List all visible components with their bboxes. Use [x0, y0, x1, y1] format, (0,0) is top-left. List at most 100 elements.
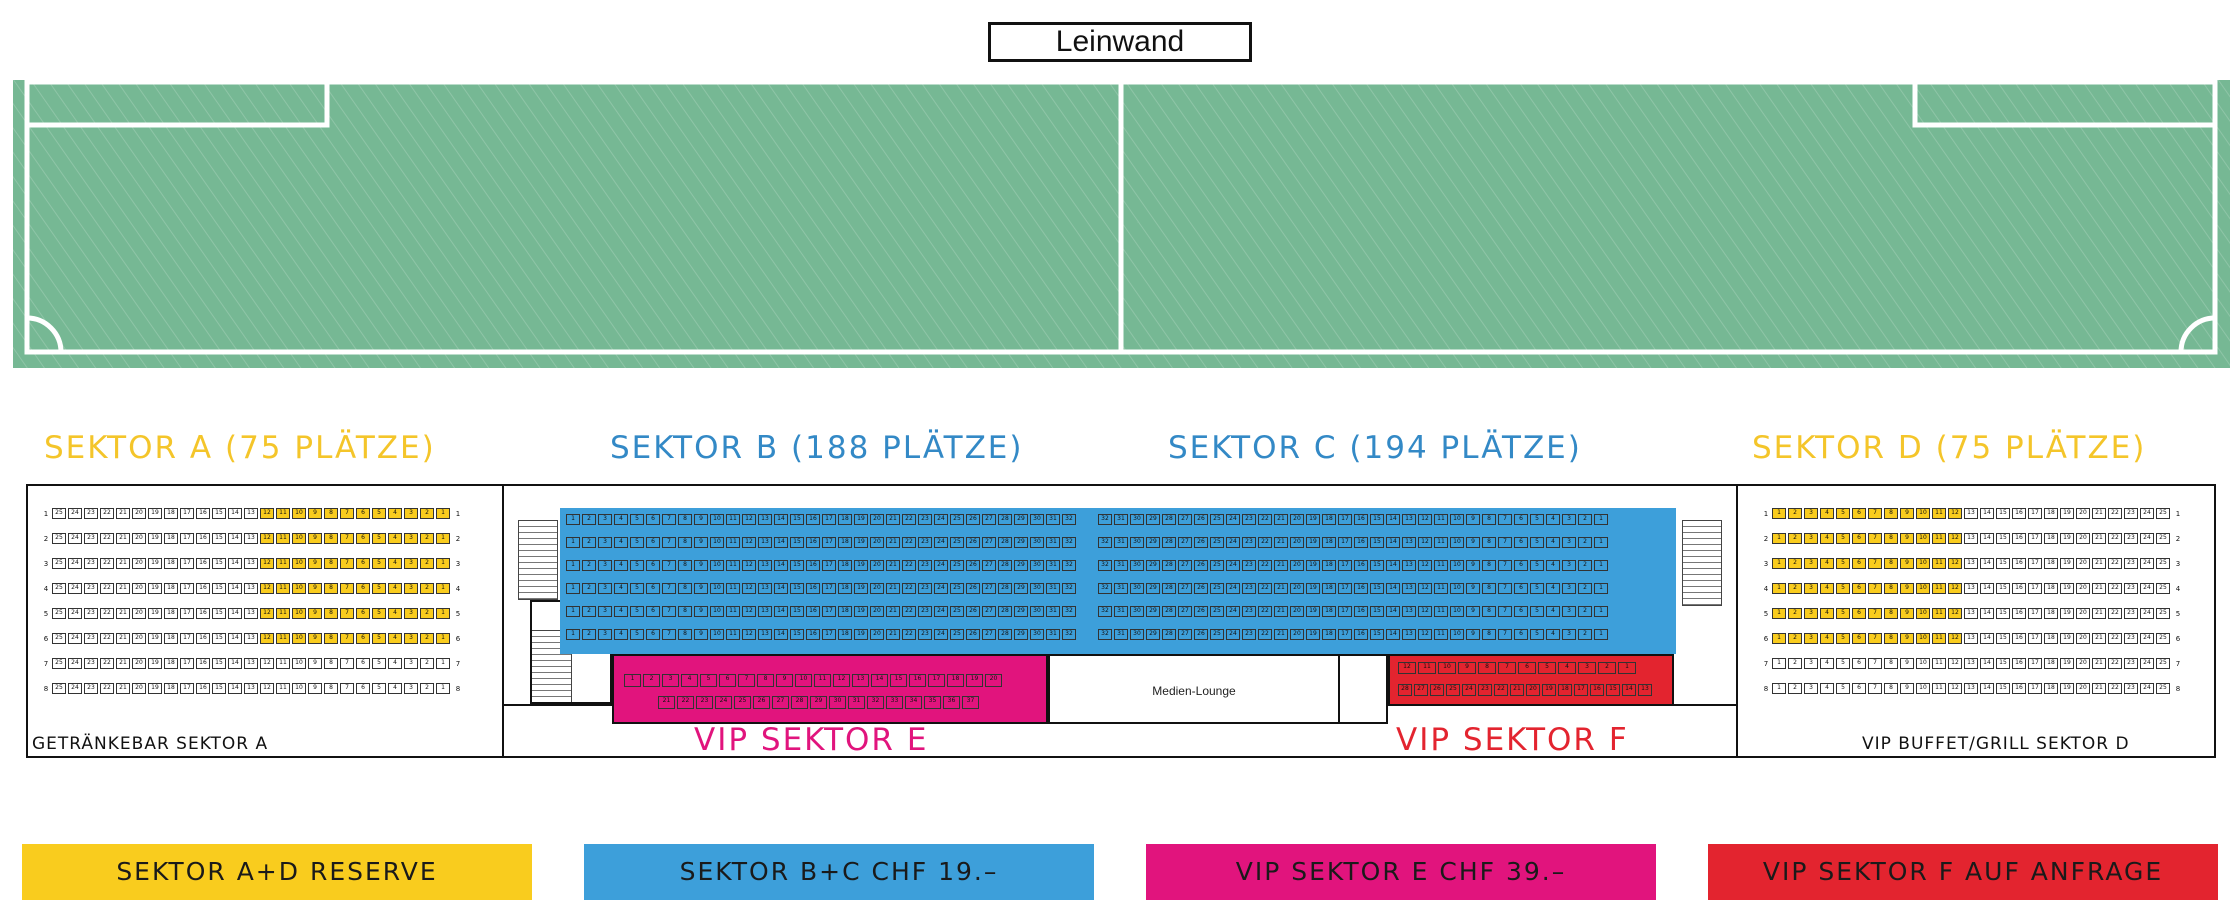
seat[interactable]: 11: [276, 633, 290, 644]
seat[interactable]: 7: [662, 583, 676, 594]
seat[interactable]: 15: [790, 560, 804, 571]
seat[interactable]: 3: [1804, 558, 1818, 569]
seat[interactable]: 9: [694, 583, 708, 594]
seat[interactable]: 28: [998, 583, 1012, 594]
seat[interactable]: 29: [1014, 537, 1028, 548]
seat[interactable]: 14: [228, 608, 242, 619]
seat[interactable]: 31: [1046, 583, 1060, 594]
seat[interactable]: 21: [1274, 514, 1288, 525]
seat[interactable]: 13: [244, 633, 258, 644]
seat[interactable]: 23: [1242, 537, 1256, 548]
seat[interactable]: 21: [116, 658, 130, 669]
seat[interactable]: 17: [1338, 629, 1352, 640]
seat[interactable]: 27: [1178, 606, 1192, 617]
seat[interactable]: 16: [2012, 633, 2026, 644]
seat[interactable]: 10: [1916, 658, 1930, 669]
seat[interactable]: 5: [700, 674, 717, 687]
seat[interactable]: 5: [1836, 658, 1850, 669]
seat[interactable]: 19: [2060, 558, 2074, 569]
seat[interactable]: 16: [2012, 508, 2026, 519]
seat[interactable]: 18: [838, 606, 852, 617]
seat[interactable]: 14: [774, 606, 788, 617]
seat[interactable]: 23: [918, 606, 932, 617]
seat[interactable]: 15: [1996, 508, 2010, 519]
seat[interactable]: 10: [292, 583, 306, 594]
seat[interactable]: 21: [116, 508, 130, 519]
seat[interactable]: 14: [1980, 583, 1994, 594]
seat[interactable]: 12: [260, 658, 274, 669]
seat[interactable]: 8: [1884, 583, 1898, 594]
seat[interactable]: 5: [1836, 558, 1850, 569]
seat[interactable]: 22: [100, 558, 114, 569]
seat[interactable]: 17: [180, 608, 194, 619]
seat[interactable]: 21: [1274, 606, 1288, 617]
seat[interactable]: 24: [1226, 514, 1240, 525]
seat[interactable]: 13: [244, 683, 258, 694]
seat[interactable]: 11: [1932, 683, 1946, 694]
seat[interactable]: 1: [1594, 560, 1608, 571]
seat[interactable]: 21: [2092, 683, 2106, 694]
seat[interactable]: 2: [420, 658, 434, 669]
seat[interactable]: 24: [1226, 629, 1240, 640]
seat[interactable]: 11: [726, 629, 740, 640]
seat[interactable]: 8: [1884, 633, 1898, 644]
seat[interactable]: 26: [1194, 560, 1208, 571]
seat[interactable]: 16: [2012, 558, 2026, 569]
seat[interactable]: 16: [2012, 583, 2026, 594]
seat[interactable]: 30: [1030, 514, 1044, 525]
seat[interactable]: 1: [1594, 606, 1608, 617]
seat[interactable]: 4: [614, 629, 628, 640]
seat[interactable]: 21: [2092, 508, 2106, 519]
seat[interactable]: 4: [388, 658, 402, 669]
seat[interactable]: 14: [228, 683, 242, 694]
seat[interactable]: 18: [838, 514, 852, 525]
seat[interactable]: 24: [2140, 583, 2154, 594]
seat[interactable]: 5: [372, 533, 386, 544]
seat[interactable]: 11: [726, 560, 740, 571]
seat[interactable]: 28: [998, 629, 1012, 640]
seat[interactable]: 6: [1514, 629, 1528, 640]
seat[interactable]: 21: [886, 606, 900, 617]
seat[interactable]: 2: [420, 558, 434, 569]
seat[interactable]: 30: [1130, 514, 1144, 525]
seat[interactable]: 24: [1226, 560, 1240, 571]
seat[interactable]: 9: [1458, 662, 1476, 674]
seat[interactable]: 25: [52, 558, 66, 569]
seat[interactable]: 11: [1434, 606, 1448, 617]
seat[interactable]: 21: [1274, 560, 1288, 571]
seat[interactable]: 15: [790, 629, 804, 640]
seat[interactable]: 6: [719, 674, 736, 687]
seat[interactable]: 14: [1980, 533, 1994, 544]
seat[interactable]: 18: [2044, 558, 2058, 569]
seat[interactable]: 24: [2140, 633, 2154, 644]
seat[interactable]: 20: [132, 583, 146, 594]
seat[interactable]: 4: [1546, 606, 1560, 617]
seat[interactable]: 19: [1306, 583, 1320, 594]
seat[interactable]: 25: [950, 514, 964, 525]
seat[interactable]: 12: [260, 508, 274, 519]
seat[interactable]: 20: [870, 629, 884, 640]
seat[interactable]: 19: [854, 629, 868, 640]
seat[interactable]: 7: [662, 629, 676, 640]
seat[interactable]: 21: [886, 537, 900, 548]
seat[interactable]: 20: [2076, 533, 2090, 544]
seat[interactable]: 27: [982, 606, 996, 617]
seat[interactable]: 10: [1450, 514, 1464, 525]
seat[interactable]: 16: [2012, 658, 2026, 669]
seat[interactable]: 32: [1062, 606, 1076, 617]
seat[interactable]: 8: [324, 558, 338, 569]
seat[interactable]: 22: [902, 514, 916, 525]
seat[interactable]: 3: [404, 508, 418, 519]
seat[interactable]: 17: [180, 558, 194, 569]
seat[interactable]: 17: [1338, 583, 1352, 594]
seat[interactable]: 10: [292, 633, 306, 644]
seat[interactable]: 22: [1258, 606, 1272, 617]
seat[interactable]: 23: [2124, 608, 2138, 619]
seat[interactable]: 31: [1114, 629, 1128, 640]
seat[interactable]: 13: [1964, 633, 1978, 644]
seat[interactable]: 2: [582, 583, 596, 594]
seat[interactable]: 15: [212, 658, 226, 669]
seat[interactable]: 7: [1498, 537, 1512, 548]
seat[interactable]: 27: [1178, 583, 1192, 594]
seat[interactable]: 9: [1900, 683, 1914, 694]
